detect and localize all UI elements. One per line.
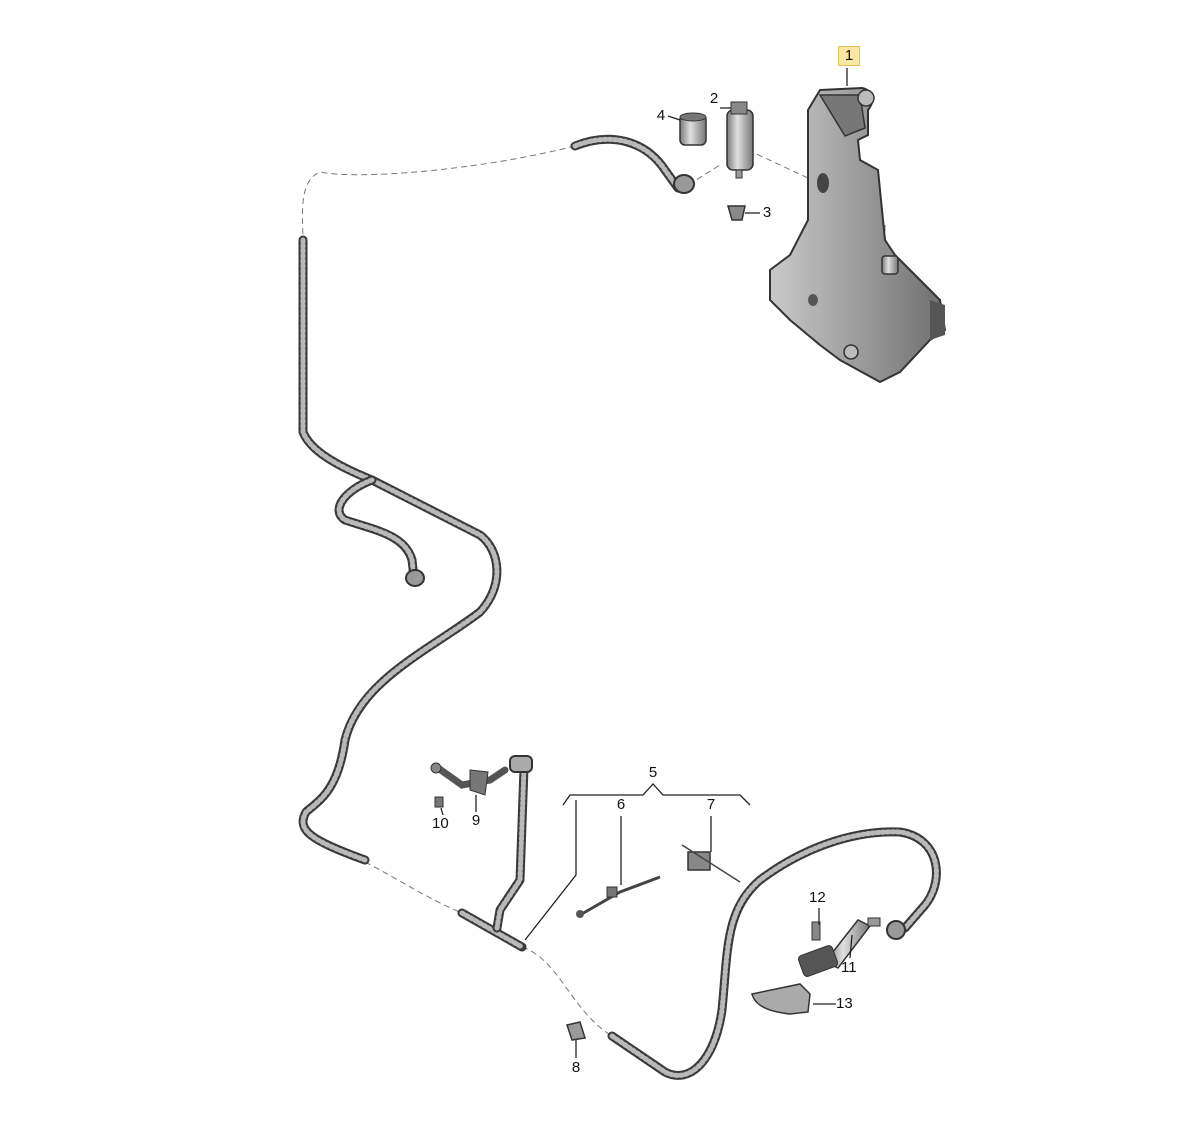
connection-line bbox=[747, 149, 809, 179]
hose-main bbox=[298, 235, 502, 865]
callout-5[interactable]: 5 bbox=[648, 764, 658, 781]
hose-right bbox=[607, 827, 941, 1080]
hose-clip bbox=[566, 1021, 586, 1041]
callout-2[interactable]: 2 bbox=[709, 90, 719, 107]
callout-3[interactable]: 3 bbox=[762, 204, 772, 221]
callout-1[interactable]: 1 bbox=[838, 46, 860, 66]
washer-pump bbox=[726, 101, 754, 179]
connection-line bbox=[679, 164, 721, 191]
grommet bbox=[679, 112, 707, 146]
callout-11[interactable]: 11 bbox=[841, 959, 857, 976]
group-bracket bbox=[562, 783, 751, 806]
callout-8[interactable]: 8 bbox=[571, 1059, 581, 1076]
callout-10[interactable]: 10 bbox=[432, 815, 449, 832]
callout-9[interactable]: 9 bbox=[471, 812, 481, 829]
callout-12[interactable]: 12 bbox=[809, 889, 826, 906]
clip-holder bbox=[681, 844, 741, 883]
washer-fluid-reservoir bbox=[769, 86, 947, 384]
cable-tie bbox=[579, 875, 661, 917]
washer-jet-cover bbox=[751, 983, 811, 1015]
seal bbox=[727, 205, 746, 221]
bracket-connector bbox=[430, 762, 509, 808]
connection-line bbox=[301, 145, 576, 239]
connection-line bbox=[521, 946, 613, 1037]
callout-4[interactable]: 4 bbox=[656, 107, 666, 124]
callout-6[interactable]: 6 bbox=[616, 796, 626, 813]
leader-lines bbox=[440, 68, 853, 1058]
headlight-washer-jet bbox=[797, 917, 881, 977]
hose-upper bbox=[570, 134, 695, 194]
connection-line bbox=[364, 861, 463, 914]
callout-7[interactable]: 7 bbox=[706, 796, 716, 813]
callout-13[interactable]: 13 bbox=[836, 995, 853, 1012]
hose-t-piece bbox=[457, 755, 533, 952]
